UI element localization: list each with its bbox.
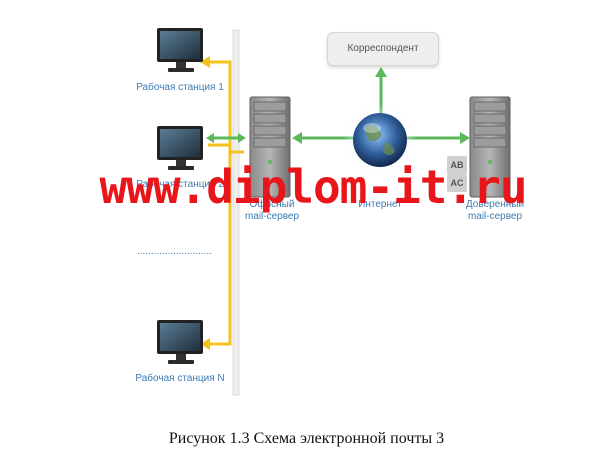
trusted-server-label-line2: mail-сервер bbox=[467, 211, 523, 222]
figure-caption: Рисунок 1.3 Схема электронной почты 3 bbox=[168, 430, 445, 447]
internet-globe-icon bbox=[344, 104, 416, 176]
watermark-url: www.diplom-it.ru bbox=[99, 160, 527, 214]
yellow-link-lines bbox=[208, 60, 244, 346]
workstation-2-icon bbox=[157, 126, 203, 170]
workstation-1-label: Рабочая станция 1 bbox=[136, 82, 224, 93]
workstation-n-label: Рабочая станция N bbox=[135, 373, 225, 384]
local-mail-server-icon bbox=[249, 96, 291, 198]
trusted-server-label-line1: Доверенный bbox=[465, 199, 525, 210]
cert-badge-ac: AC bbox=[447, 174, 467, 192]
trusted-mail-server-icon bbox=[469, 96, 511, 198]
cert-badge-ab: AB bbox=[447, 156, 467, 174]
green-link-ws2 bbox=[206, 133, 246, 143]
internet-label: Интернет bbox=[358, 199, 402, 210]
local-server-label-line2: mail-сервер bbox=[244, 211, 300, 222]
correspondent-box: Корреспондент bbox=[327, 32, 439, 66]
arrow-head bbox=[200, 338, 210, 350]
workstation-2-label: Рабочая станция 2 bbox=[136, 179, 224, 190]
more-workstations-dots: ........................... bbox=[137, 246, 213, 257]
arrow-head bbox=[200, 56, 210, 68]
network-bus-line bbox=[232, 29, 240, 396]
workstation-n-icon bbox=[157, 320, 203, 364]
local-server-label-line1: Офисный bbox=[249, 199, 295, 210]
workstation-1-icon bbox=[157, 28, 203, 72]
